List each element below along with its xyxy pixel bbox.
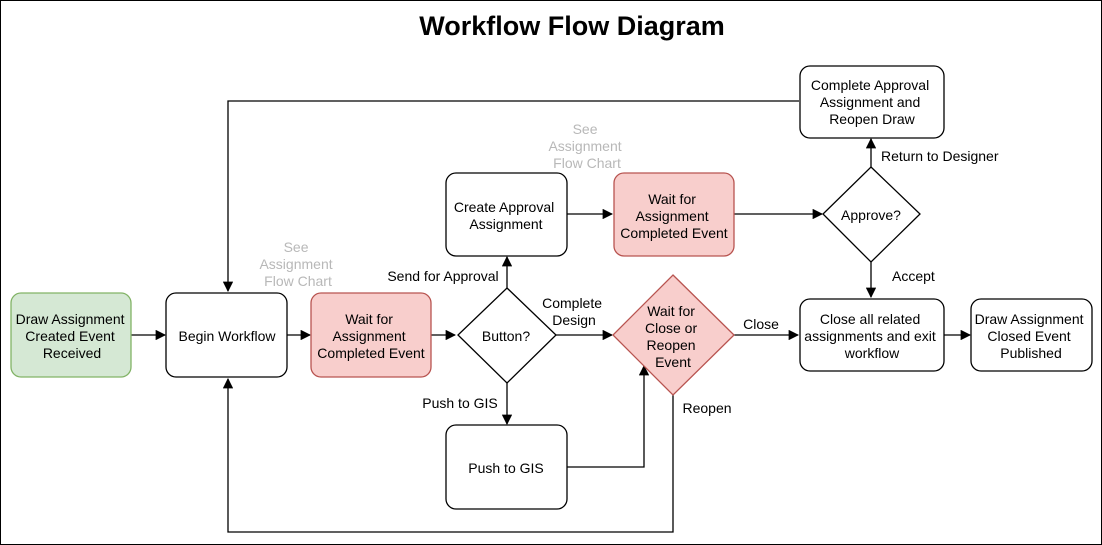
diagram-title: Workflow Flow Diagram bbox=[419, 11, 725, 41]
node-approve-decision-label: Approve? bbox=[841, 207, 901, 223]
node-wait-completed-1-shape bbox=[310, 292, 432, 378]
node-wait-close-reopen-shape bbox=[612, 274, 735, 396]
node-wait-completed-1-label: Wait for Assignment Completed Event bbox=[317, 311, 425, 361]
edge-complete-approval-to-begin bbox=[222, 100, 799, 293]
node-approve-decision-shape bbox=[822, 166, 921, 263]
node-complete-approval-label: Complete Approval Assignment and Reopen … bbox=[811, 77, 933, 127]
node-draw-closed-label: Draw Assignment Closed Event Published bbox=[975, 311, 1088, 361]
node-close-all-shape bbox=[799, 298, 945, 372]
node-button-decision-label: Button? bbox=[482, 328, 530, 344]
nodes bbox=[10, 65, 1093, 510]
edge-label-complete-design: Complete Design bbox=[542, 295, 606, 328]
node-create-approval-shape bbox=[445, 172, 568, 257]
node-create-approval-label: Create Approval Assignment bbox=[454, 199, 558, 232]
node-draw-created-label: Draw Assignment Created Event Received bbox=[16, 311, 129, 361]
node-begin-workflow-shape bbox=[165, 292, 288, 378]
edge-labels: Send for Approval Complete Design Push t… bbox=[387, 148, 998, 416]
edge-label-push-to-gis: Push to GIS bbox=[422, 395, 497, 411]
edges bbox=[131, 100, 972, 533]
edge-label-reopen: Reopen bbox=[682, 400, 731, 416]
node-draw-created-shape bbox=[10, 292, 132, 378]
annotation-see-flow-chart-1: See Assignment Flow Chart bbox=[259, 239, 336, 289]
node-wait-completed-2-label: Wait for Assignment Completed Event bbox=[620, 191, 728, 241]
edge-push-gis-to-wait-close-reopen bbox=[567, 364, 650, 468]
node-begin-workflow-label: Begin Workflow bbox=[178, 328, 276, 344]
edge-label-send-for-approval: Send for Approval bbox=[387, 268, 498, 284]
node-draw-closed-shape bbox=[970, 298, 1093, 372]
edge-reopen-to-begin bbox=[222, 377, 674, 533]
node-wait-close-reopen-label: Wait for Close or Reopen Event bbox=[645, 303, 701, 370]
edge-label-accept: Accept bbox=[892, 268, 935, 284]
node-close-all-label: Close all related assignments and exit w… bbox=[804, 311, 939, 361]
edge-label-close: Close bbox=[743, 316, 779, 332]
node-button-decision-shape bbox=[457, 287, 557, 384]
annotation-see-flow-chart-2: See Assignment Flow Chart bbox=[548, 121, 625, 171]
node-complete-approval-shape bbox=[799, 65, 945, 139]
edge-label-return-to-designer: Return to Designer bbox=[881, 148, 999, 164]
node-labels: Draw Assignment Created Event Received B… bbox=[16, 77, 1088, 476]
node-wait-completed-2-shape bbox=[613, 172, 735, 257]
node-push-gis-label: Push to GIS bbox=[468, 460, 543, 476]
annotations: See Assignment Flow Chart See Assignment… bbox=[259, 121, 625, 289]
node-push-gis-shape bbox=[445, 424, 568, 510]
